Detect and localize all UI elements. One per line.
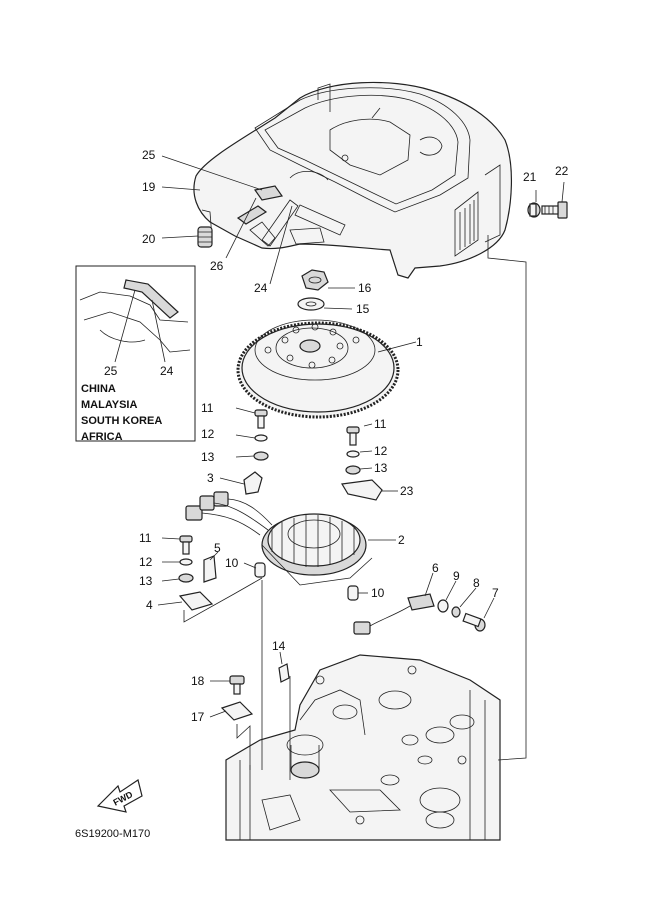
bolt-22 — [541, 201, 568, 219]
callout-13-lower: 13 — [139, 574, 153, 588]
inset-note-malaysia: MALAYSIA — [81, 399, 137, 411]
fwd-arrow: FWD — [96, 779, 143, 813]
callout-21: 21 — [523, 170, 537, 184]
callout-26: 26 — [210, 259, 224, 273]
bolt-11-left — [254, 409, 268, 429]
callout-1: 1 — [416, 335, 423, 349]
collar-10-upper — [254, 562, 266, 578]
flywheel-cover — [193, 81, 512, 279]
bolt-11-right — [346, 426, 360, 446]
collar-21 — [527, 202, 541, 218]
washer-12-right — [346, 450, 360, 458]
callout-19: 19 — [142, 180, 156, 194]
stator-harness — [185, 491, 273, 536]
callout-10-lower: 10 — [371, 586, 385, 600]
bracket-4 — [178, 591, 214, 611]
leader-lines — [157, 155, 565, 780]
washer-9 — [437, 599, 449, 613]
callout-20: 20 — [142, 232, 156, 246]
callout-8: 8 — [473, 576, 480, 590]
inset-note-china: CHINA — [81, 383, 116, 395]
pulser-coil-6 — [353, 593, 435, 635]
callout-24: 24 — [254, 281, 268, 295]
callout-12-lower: 12 — [139, 555, 153, 569]
callout-12-left: 12 — [201, 427, 215, 441]
plate-17 — [220, 701, 254, 721]
nut-16 — [301, 269, 329, 291]
diagram-code: 6S19200-M170 — [75, 828, 150, 840]
inset-callout-24: 24 — [160, 364, 174, 378]
callout-9: 9 — [453, 569, 460, 583]
callout-15: 15 — [356, 302, 370, 316]
woodruff-key-14 — [278, 663, 290, 683]
callout-23: 23 — [400, 484, 414, 498]
callout-14: 14 — [272, 639, 286, 653]
callout-labels: 25 19 20 26 24 16 15 1 21 22 11 12 13 3 … — [139, 148, 569, 724]
washer-13-left — [253, 451, 269, 461]
callout-13-right: 13 — [374, 461, 388, 475]
callout-18: 18 — [191, 674, 205, 688]
callout-4: 4 — [146, 598, 153, 612]
callout-22: 22 — [555, 164, 569, 178]
callout-7: 7 — [492, 586, 499, 600]
washer-12-left — [254, 434, 268, 442]
collar-10-lower — [347, 585, 359, 601]
callout-3: 3 — [207, 471, 214, 485]
callout-25: 25 — [142, 148, 156, 162]
washer-13-right — [345, 465, 361, 475]
inset-note-africa: AFRICA — [81, 431, 123, 443]
washer-13-lower — [178, 573, 194, 583]
clamp-23 — [341, 479, 383, 501]
bracket-5 — [203, 555, 217, 583]
screw-7 — [462, 612, 486, 632]
callout-2: 2 — [398, 533, 405, 547]
grommet-20 — [197, 226, 213, 248]
callout-12-right: 12 — [374, 444, 388, 458]
bolt-11-lower — [179, 535, 193, 555]
washer-8 — [451, 606, 461, 618]
callout-17: 17 — [191, 710, 205, 724]
regional-inset: 25 24 CHINA MALAYSIA SOUTH KOREA AFRICA — [75, 265, 196, 443]
callout-5: 5 — [214, 541, 221, 555]
stator — [261, 513, 373, 586]
callout-13-left: 13 — [201, 450, 215, 464]
inset-note-south-korea: SOUTH KOREA — [81, 415, 162, 427]
callout-11-lower: 11 — [139, 531, 152, 545]
callout-11-left: 11 — [201, 401, 214, 415]
callout-16: 16 — [358, 281, 372, 295]
inset-callout-25: 25 — [104, 364, 118, 378]
bolt-18 — [229, 675, 245, 695]
clamp-3 — [243, 471, 263, 495]
callout-10-upper: 10 — [225, 556, 239, 570]
callout-6: 6 — [432, 561, 439, 575]
engine-block — [225, 654, 501, 841]
flywheel — [236, 319, 400, 419]
callout-11-right: 11 — [374, 417, 387, 431]
washer-15 — [297, 297, 325, 311]
washer-12-lower — [179, 558, 193, 566]
